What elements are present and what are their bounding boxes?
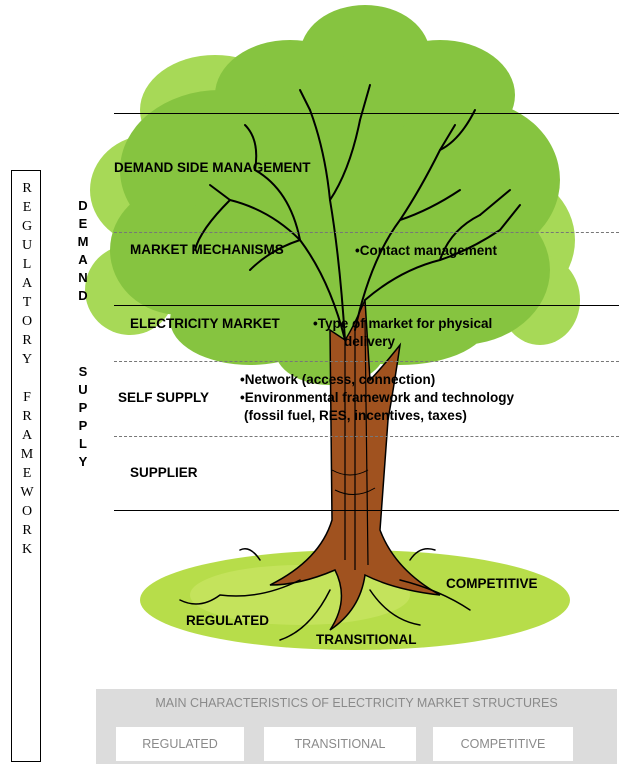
note-environmental: •Environmental framework and technology [240,390,515,405]
supply-letter: S [78,364,88,379]
characteristics-panel: MAIN CHARACTERISTICS OF ELECTRICITY MARK… [96,689,617,764]
demand-letter: D [78,198,88,213]
regulatory-letter: E [22,200,32,215]
root-competitive: COMPETITIVE [446,576,538,591]
supply-letter: P [78,400,88,415]
note-network: •Network (access, connection) [240,372,436,387]
demand-letter: N [78,270,88,285]
regulatory-letter: A [21,276,33,291]
regulatory-letter: U [21,238,33,253]
regulatory-letter: R [22,409,32,424]
panel-title: MAIN CHARACTERISTICS OF ELECTRICITY MARK… [155,696,558,710]
regulatory-letter: W [20,485,34,500]
regulatory-framework-box: R E G U L A T O R Y F R A M E W O R K [11,170,41,762]
level-market-mechanisms: MARKET MECHANISMS [130,242,284,257]
regulatory-letter: K [21,542,33,557]
tree-roots [179,548,471,641]
regulatory-letter: R [22,333,32,348]
regulatory-letter: O [21,314,33,329]
note-contact-management: •Contact management [355,243,498,258]
level-demand-side-management: DEMAND SIDE MANAGEMENT [114,160,311,175]
note-market-type: •Type of market for physical [313,316,493,331]
regulatory-letter: E [22,466,32,481]
regulatory-letter: O [21,504,33,519]
demand-letter: D [78,288,88,303]
supply-letter: Y [78,454,88,469]
foliage [110,5,560,385]
note-environmental-cont: (fossil fuel, RES, incentives, taxes) [244,408,467,423]
regulatory-letter: M [20,447,34,462]
regulatory-letter: G [21,219,33,234]
regulatory-letter: R [22,523,32,538]
regulatory-letter: R [22,181,32,196]
panel-box-competitive: COMPETITIVE [433,727,573,761]
supply-letter: P [78,418,88,433]
divider-line [114,510,619,511]
regulatory-letter: Y [21,352,33,367]
divider-line [114,436,619,437]
supply-letter: L [79,436,87,451]
divider-line [114,305,619,306]
divider-line [114,232,619,233]
regulatory-letter: T [22,295,32,310]
demand-letter: A [78,252,88,267]
panel-box-regulated: REGULATED [116,727,244,761]
regulatory-letter: A [21,428,33,443]
panel-box-transitional: TRANSITIONAL [264,727,416,761]
supply-letter: U [78,382,88,397]
level-self-supply: SELF SUPPLY [118,390,210,405]
demand-letter: M [77,234,89,249]
regulatory-letter: L [22,257,32,272]
divider-line [114,361,619,362]
demand-letter: E [78,216,88,231]
divider-line [114,113,619,114]
regulatory-letter: F [23,390,31,405]
root-transitional: TRANSITIONAL [316,632,417,647]
root-regulated: REGULATED [186,613,269,628]
tree-branches [194,84,521,341]
level-supplier: SUPPLIER [130,465,198,480]
level-electricity-market: ELECTRICITY MARKET [130,316,280,331]
note-market-type-cont: delivery [344,334,396,349]
